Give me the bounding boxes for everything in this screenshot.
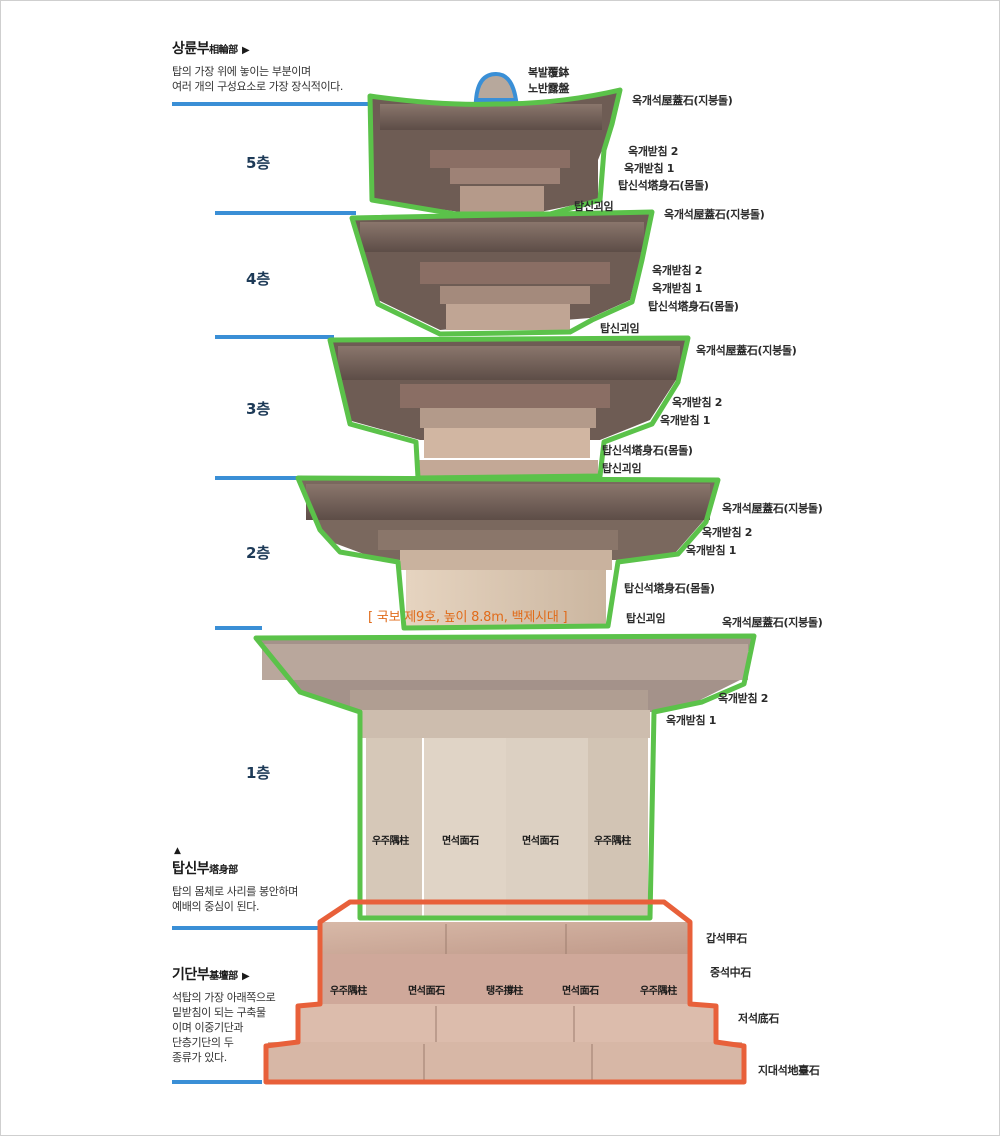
section-title-base: 기단부基壇部 ▶ <box>172 967 250 983</box>
inner-myeonseok-left: 면석面石 <box>442 836 479 847</box>
label-2-goeim: 탑신괴임 <box>626 612 666 625</box>
label-4-goeim: 탑신괴임 <box>600 322 640 335</box>
label-3-tapsinseok: 탑신석塔身石(몸돌) <box>602 444 693 457</box>
inner-myeonseok-right: 면석面石 <box>522 836 559 847</box>
label-5-batchim1: 옥개받침 1 <box>624 162 675 175</box>
label-2-batchim1: 옥개받침 1 <box>686 544 737 557</box>
label-jungseok: 중석中石 <box>710 966 752 979</box>
section-title-top: 상륜부相輪部 ▶ <box>172 41 250 57</box>
label-jidaeseok: 지대석地臺石 <box>758 1064 820 1077</box>
base-inner-myeonseok-left: 면석面石 <box>408 986 445 997</box>
section-arrow-body: ▲ <box>174 846 181 856</box>
label-3-okgaeseok: 옥개석屋蓋石(지붕돌) <box>696 344 797 357</box>
base-inner-myeonseok-right: 면석面石 <box>562 986 599 997</box>
caption: [ 국보 제9호, 높이 8.8m, 백제시대 ] <box>368 610 568 625</box>
label-5-goeim: 탑신괴임 <box>574 200 614 213</box>
story-3-stones <box>332 340 686 478</box>
label-1-batchim2: 옥개받침 2 <box>718 692 769 705</box>
base-inner-woojoo-left: 우주隅柱 <box>330 986 367 997</box>
story-4-outline <box>349 209 655 337</box>
story-label-5: 5층 <box>246 154 271 172</box>
story-2-outline <box>295 475 721 631</box>
story-label-4: 4층 <box>246 270 271 288</box>
base-inner-woojoo-right: 우주隅柱 <box>640 986 677 997</box>
story-5-stones <box>372 92 618 212</box>
label-4-batchim2: 옥개받침 2 <box>652 264 703 277</box>
base-inner-taengjoo: 탱주撐柱 <box>486 986 523 997</box>
story-3-outline <box>327 335 691 481</box>
story-4-stones <box>354 214 650 330</box>
label-1-batchim1: 옥개받침 1 <box>666 714 717 727</box>
inner-woojoo-right: 우주隅柱 <box>594 836 631 847</box>
story-label-3: 3층 <box>246 400 271 418</box>
label-jeoseok: 저석底石 <box>738 1012 780 1025</box>
section-title-body: 탑신부塔身部 <box>172 861 238 877</box>
label-5-tapsinseok: 탑신석塔身石(몸돌) <box>618 179 709 192</box>
label-3-batchim1: 옥개받침 1 <box>660 414 711 427</box>
story-1-outline <box>253 633 757 921</box>
label-noban: 노반露盤 <box>528 82 570 95</box>
guide-lines <box>172 102 372 1084</box>
story-label-2: 2층 <box>246 544 271 562</box>
label-4-tapsinseok: 탑신석塔身石(몸돌) <box>648 300 739 313</box>
story-1-stones <box>258 638 752 918</box>
label-3-batchim2: 옥개받침 2 <box>672 396 723 409</box>
label-2-tapsinseok: 탑신석塔身石(몸돌) <box>624 582 715 595</box>
label-3-goeim: 탑신괴임 <box>602 462 642 475</box>
finial-shape <box>473 71 519 102</box>
inner-woojoo-left: 우주隅柱 <box>372 836 409 847</box>
label-5-okgaeseok: 옥개석屋蓋石(지붕돌) <box>632 94 733 107</box>
story-5-outline <box>367 87 623 217</box>
label-1-okgaeseok: 옥개석屋蓋石(지붕돌) <box>722 616 823 629</box>
base-outline <box>263 899 747 1085</box>
base-stones <box>268 922 742 1082</box>
label-2-batchim2: 옥개받침 2 <box>702 526 753 539</box>
story-label-1: 1층 <box>246 764 271 782</box>
label-5-batchim2: 옥개받침 2 <box>628 145 679 158</box>
label-bokbal: 복발覆鉢 <box>528 66 570 79</box>
label-gapseok: 갑석甲石 <box>706 932 748 945</box>
label-2-okgaeseok: 옥개석屋蓋石(지붕돌) <box>722 502 823 515</box>
section-desc-top: 탑의 가장 위에 놓이는 부분이며 여러 개의 구성요소로 가장 장식적이다. <box>172 65 344 93</box>
label-4-batchim1: 옥개받침 1 <box>652 282 703 295</box>
section-desc-body: 탑의 몸체로 사리를 봉안하며 예배의 중심이 된다. <box>172 885 298 913</box>
label-4-okgaeseok: 옥개석屋蓋石(지붕돌) <box>664 208 765 221</box>
story-2-stones <box>300 480 716 626</box>
section-desc-base: 석탑의 가장 아래쪽으로 밑받침이 되는 구축물 이며 이중기단과 단층기단의 … <box>172 991 276 1064</box>
